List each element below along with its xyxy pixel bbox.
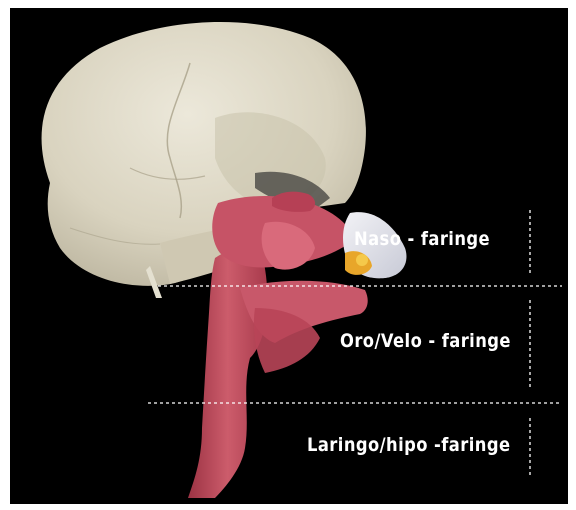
head-anatomy-illustration	[10, 8, 568, 504]
label-laryngopharynx: Laringo/hipo -faringe	[307, 434, 510, 456]
anatomy-image-frame: Naso - faringe Oro/Velo - faringe Laring…	[10, 8, 568, 504]
label-nasopharynx: Naso - faringe	[354, 228, 490, 250]
label-oropharynx: Oro/Velo - faringe	[340, 330, 511, 352]
